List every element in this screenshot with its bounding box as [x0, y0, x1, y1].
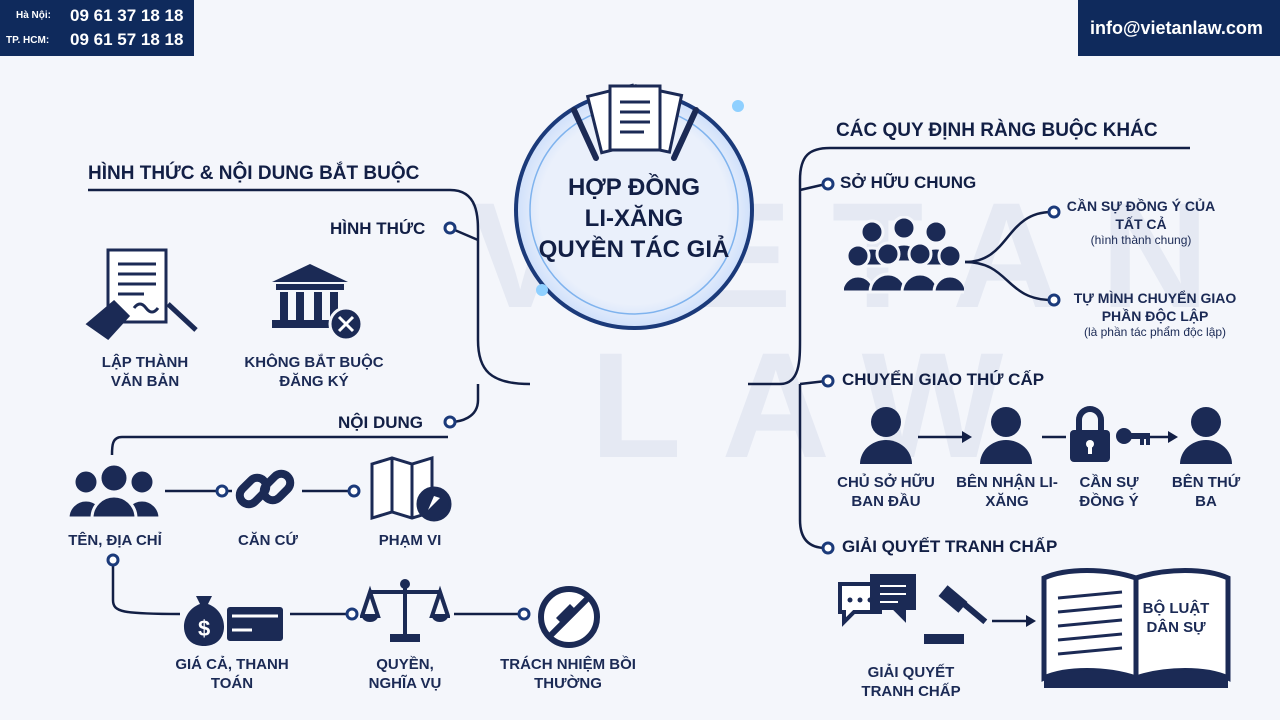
left-header: HÌNH THỨC & NỘI DUNG BẮT BUỘC — [88, 163, 420, 184]
dispute-header: GIẢI QUYẾT TRANH CHẤP — [842, 537, 1058, 556]
phone-box: Hà Nội: 09 61 37 18 18 TP. HCM: 09 61 57… — [0, 0, 194, 56]
form-header: HÌNH THỨC — [330, 219, 426, 238]
content-row1-label-1: TÊN, ĐỊA CHỈ — [68, 532, 162, 549]
co-ownership-branch2: TỰ MÌNH CHUYỂN GIAO PHẦN ĐỘC LẬP (là phầ… — [1060, 290, 1250, 340]
civil-code-book-title: BỘ LUẬT DÂN SỰ — [1142, 600, 1210, 636]
sublicense-step-2: BÊN NHẬN LI-XĂNG — [956, 474, 1058, 510]
form-item-label-2: KHÔNG BẮT BUỘC ĐĂNG KÝ — [244, 354, 384, 390]
documents-icon — [571, 83, 699, 161]
center-title-line3: QUYỀN TÁC GIẢ — [538, 236, 730, 263]
content-row2-label-3: TRÁCH NHIỆM BỒI THƯỜNG — [500, 656, 636, 692]
watermark-line2: LAW — [590, 321, 1044, 489]
prohibited-icon — [538, 586, 600, 648]
branch1-title: CẦN SỰ ĐỒNG Ý CỦA TẤT CẢ — [1066, 198, 1216, 232]
civil-code-book-icon — [1041, 568, 1231, 688]
people-group-icon — [66, 462, 162, 520]
branch2-title: TỰ MÌNH CHUYỂN GIAO PHẦN ĐỘC LẬP — [1073, 290, 1237, 324]
svg-text:$: $ — [198, 616, 210, 641]
hanoi-phone[interactable]: 09 61 37 18 18 — [70, 6, 184, 25]
lock-key-icon — [1070, 406, 1150, 462]
scales-icon — [360, 579, 450, 642]
signing-document-icon — [85, 248, 198, 340]
hcm-label: TP. HCM: — [6, 35, 50, 46]
person-icon — [860, 407, 912, 464]
center-title-line1: HỢP ĐỒNG — [567, 174, 701, 201]
person-icon — [980, 407, 1032, 464]
content-header: NỘI DUNG — [338, 413, 423, 432]
crowd-icon — [844, 216, 964, 294]
hanoi-label: Hà Nội: — [16, 10, 51, 21]
center-title: HỢP ĐỒNG LI-XĂNG QUYỀN TÁC GIẢ — [534, 172, 734, 265]
center-circle — [514, 83, 754, 330]
content-row1-label-3: PHẠM VI — [378, 532, 442, 549]
email-text[interactable]: info@vietanlaw.com — [1090, 18, 1263, 38]
content-row2-label-2: QUYỀN, NGHĨA VỤ — [368, 656, 442, 692]
co-ownership-branch1: CẦN SỰ ĐỒNG Ý CỦA TẤT CẢ (hình thành chu… — [1066, 198, 1216, 248]
email-box[interactable]: info@vietanlaw.com — [1078, 0, 1280, 56]
dispute-item-label: GIẢI QUYẾT TRANH CHẤP — [861, 664, 961, 700]
center-title-line2: LI-XĂNG — [584, 205, 684, 232]
sublicense-header: CHUYỂN GIAO THỨ CẤP — [842, 370, 1045, 389]
right-header: CÁC QUY ĐỊNH RÀNG BUỘC KHÁC — [836, 120, 1158, 141]
chain-link-icon — [235, 469, 295, 509]
content-row2-label-1: GIÁ CẢ, THANH TOÁN — [175, 656, 289, 692]
co-ownership-header: SỞ HỮU CHUNG — [840, 173, 977, 192]
sublicense-step-4: BÊN THỨ BA — [1171, 474, 1241, 510]
money-bag-icon: $ — [183, 596, 285, 646]
sublicense-step-3: CẦN SỰ ĐỒNG Ý — [1079, 474, 1139, 510]
form-item-label-1: LẬP THÀNH VĂN BẢN — [101, 354, 189, 390]
sublicense-step-1: CHỦ SỞ HỮU BAN ĐẦU — [837, 474, 935, 510]
hcm-phone[interactable]: 09 61 57 18 18 — [70, 30, 184, 49]
person-icon — [1180, 407, 1232, 464]
chat-gavel-icon — [838, 574, 988, 644]
content-row1-label-2: CĂN CỨ — [238, 532, 298, 549]
branch1-note: (hình thành chung) — [1090, 233, 1192, 247]
government-building-icon — [272, 264, 364, 340]
map-compass-icon — [370, 456, 452, 522]
branch2-note: (là phần tác phẩm độc lập) — [1083, 325, 1227, 339]
